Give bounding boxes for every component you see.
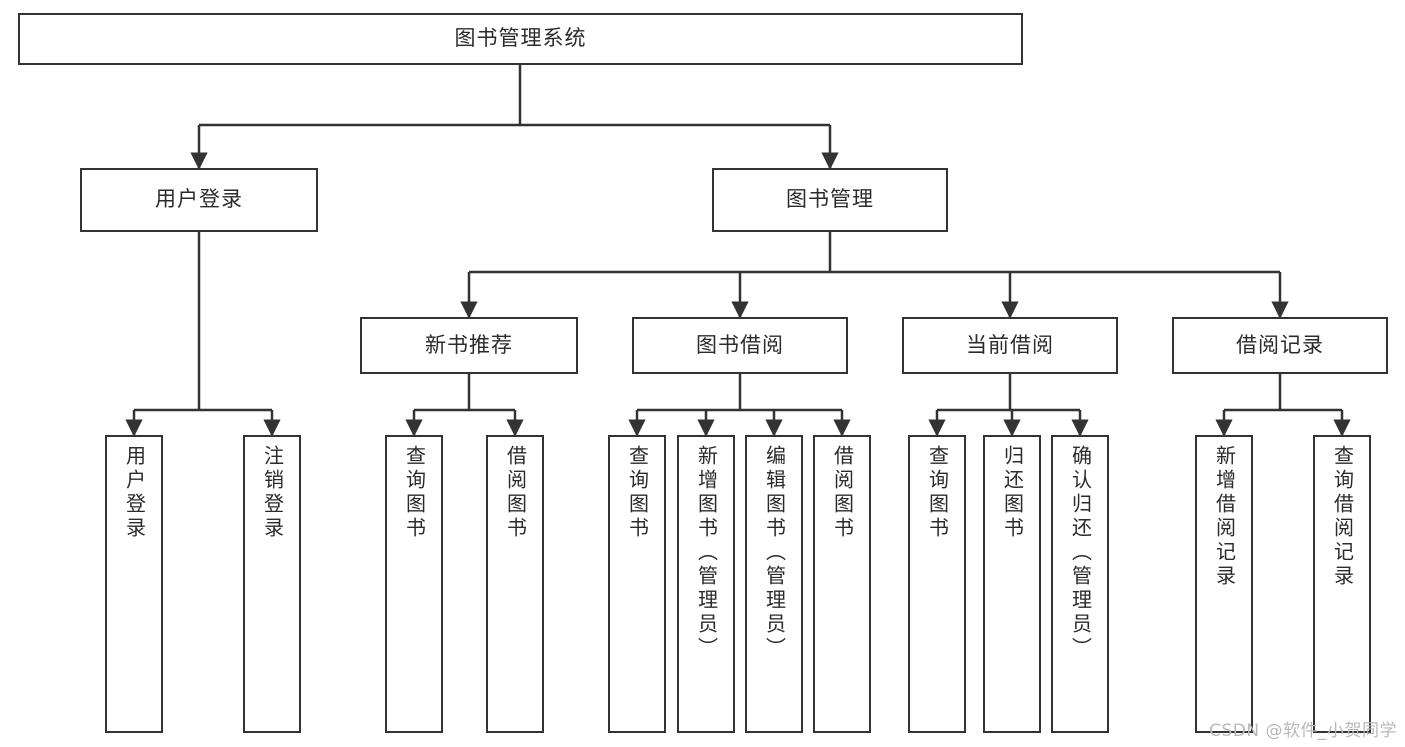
leaf-query-book-2[interactable]: 查询图书 <box>608 435 666 733</box>
leaf-user-logout-label: 注销登录 <box>260 445 285 541</box>
leaf-edit-book-label: 编辑图书（管理员） <box>762 445 787 661</box>
leaf-borrow-book-1[interactable]: 借阅图书 <box>486 435 544 733</box>
node-book-manage-label: 图书管理 <box>786 187 874 212</box>
leaf-user-login-label: 用户登录 <box>122 445 147 541</box>
node-new-book-recommend[interactable]: 新书推荐 <box>360 317 578 374</box>
leaf-return-book-label: 归还图书 <box>1000 445 1025 541</box>
node-book-borrow[interactable]: 图书借阅 <box>632 317 848 374</box>
leaf-query-book-1-label: 查询图书 <box>402 445 427 541</box>
node-new-book-recommend-label: 新书推荐 <box>425 332 513 357</box>
node-root[interactable]: 图书管理系统 <box>18 13 1023 65</box>
node-borrow-record[interactable]: 借阅记录 <box>1172 317 1388 374</box>
leaf-borrow-book-2-label: 借阅图书 <box>830 445 855 541</box>
leaf-add-book[interactable]: 新增图书（管理员） <box>677 435 735 733</box>
leaf-user-logout[interactable]: 注销登录 <box>243 435 301 733</box>
node-current-borrow-label: 当前借阅 <box>966 332 1054 357</box>
leaf-borrow-book-2[interactable]: 借阅图书 <box>813 435 871 733</box>
leaf-query-book-3-label: 查询图书 <box>925 445 950 541</box>
leaf-add-book-label: 新增图书（管理员） <box>694 445 719 661</box>
node-book-borrow-label: 图书借阅 <box>696 332 784 357</box>
leaf-borrow-book-1-label: 借阅图书 <box>503 445 528 541</box>
leaf-add-record-label: 新增借阅记录 <box>1212 445 1237 589</box>
node-book-manage[interactable]: 图书管理 <box>712 168 948 232</box>
leaf-query-record[interactable]: 查询借阅记录 <box>1313 435 1371 733</box>
node-user-login-label: 用户登录 <box>155 187 243 212</box>
leaf-confirm-return-label: 确认归还（管理员） <box>1068 445 1093 661</box>
watermark: CSDN @软件_小贺同学 <box>1209 721 1397 741</box>
node-current-borrow[interactable]: 当前借阅 <box>902 317 1118 374</box>
leaf-add-record[interactable]: 新增借阅记录 <box>1195 435 1253 733</box>
leaf-return-book[interactable]: 归还图书 <box>983 435 1041 733</box>
leaf-edit-book[interactable]: 编辑图书（管理员） <box>745 435 803 733</box>
node-root-label: 图书管理系统 <box>454 26 587 51</box>
node-user-login[interactable]: 用户登录 <box>80 168 318 232</box>
leaf-query-book-2-label: 查询图书 <box>625 445 650 541</box>
leaf-user-login[interactable]: 用户登录 <box>105 435 163 733</box>
node-borrow-record-label: 借阅记录 <box>1236 332 1324 357</box>
leaf-confirm-return[interactable]: 确认归还（管理员） <box>1051 435 1109 733</box>
leaf-query-book-3[interactable]: 查询图书 <box>908 435 966 733</box>
leaf-query-record-label: 查询借阅记录 <box>1330 445 1355 589</box>
leaf-query-book-1[interactable]: 查询图书 <box>385 435 443 733</box>
